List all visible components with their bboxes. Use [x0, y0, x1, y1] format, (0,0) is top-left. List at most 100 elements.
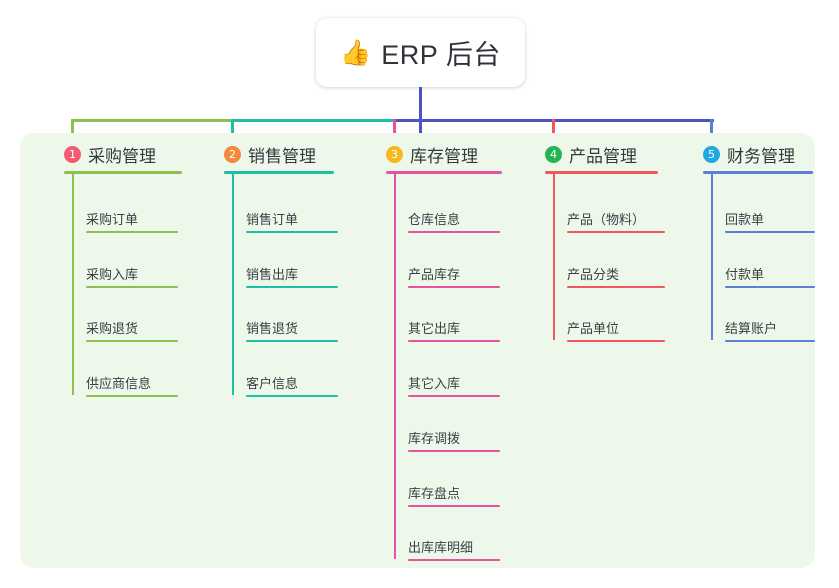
branch-number-badge: 4: [545, 146, 562, 163]
branch-number-badge: 2: [224, 146, 241, 163]
branch-item[interactable]: 回款单: [725, 212, 815, 233]
drop-stub-1: [71, 119, 74, 141]
branch-item[interactable]: 其它入库: [408, 376, 500, 398]
branch-item-rule: [246, 395, 338, 398]
branch-item-rule: [86, 395, 178, 398]
branch-item[interactable]: 付款单: [725, 266, 815, 288]
branch-item[interactable]: 产品（物料）: [567, 212, 665, 233]
branch-item-label: 库存调拨: [408, 430, 461, 446]
branch-item-rule: [408, 340, 500, 343]
branch-title: 库存管理: [410, 147, 478, 166]
branch-spine: [553, 173, 555, 341]
branch-item-label: 供应商信息: [86, 376, 152, 392]
branch-item-label: 采购入库: [86, 266, 139, 282]
branch-header-1[interactable]: 1 采购管理: [64, 142, 156, 167]
branch-title: 采购管理: [88, 147, 156, 166]
branch-number-badge: 5: [703, 146, 720, 163]
branch-item-rule: [408, 285, 500, 288]
branch-header-3[interactable]: 3 库存管理: [386, 142, 478, 167]
branch-title: 销售管理: [248, 147, 316, 166]
branch-item-rule: [86, 340, 178, 343]
branches-panel: 1 采购管理采购订单采购入库采购退货供应商信息 2 销售管理销售订单销售出库销售退货客…: [20, 133, 815, 568]
thumbs-up-icon: 👍: [340, 38, 372, 67]
branch-item-label: 库存盘点: [408, 485, 461, 501]
branch-header-rule: [64, 171, 182, 174]
branch-title: 财务管理: [727, 147, 795, 166]
branch-header-2[interactable]: 2 销售管理: [224, 142, 316, 167]
branch-item-rule: [725, 285, 815, 288]
branch-item-label: 其它出库: [408, 321, 461, 337]
branch-item-label: 出库库明细: [408, 540, 474, 556]
branch-spine: [232, 173, 234, 396]
root-node-content: 👍 ERP 后台: [340, 33, 501, 72]
branch-item-rule: [408, 559, 500, 562]
branch-item-label: 结算账户: [725, 321, 778, 337]
branch-item-label: 产品单位: [567, 321, 620, 337]
branch-item[interactable]: 采购订单: [86, 212, 178, 233]
branch-item-label: 客户信息: [246, 376, 299, 392]
branch-number-badge: 1: [64, 146, 81, 163]
drop-stub-3: [393, 119, 396, 141]
bus-segment-1: [71, 119, 231, 122]
branch-header-5[interactable]: 5 财务管理: [703, 142, 795, 167]
branch-item[interactable]: 库存盘点: [408, 485, 500, 507]
branch-header-4[interactable]: 4 产品管理: [545, 142, 637, 167]
branch-item-rule: [725, 231, 815, 233]
branch-item[interactable]: 产品单位: [567, 321, 665, 343]
branch-item-rule: [86, 231, 178, 233]
branch-number-badge: 3: [386, 146, 403, 163]
branch-item-rule: [408, 449, 500, 452]
branch-item-rule: [246, 340, 338, 343]
branch-item[interactable]: 采购入库: [86, 266, 178, 288]
drop-stub-5: [710, 119, 713, 141]
branch-spine: [72, 173, 74, 396]
branch-item[interactable]: 库存调拨: [408, 430, 500, 452]
branch-item-rule: [86, 285, 178, 288]
branch-item-label: 仓库信息: [408, 212, 461, 227]
branch-item[interactable]: 客户信息: [246, 376, 338, 398]
branch-header-rule: [224, 171, 334, 174]
branch-item[interactable]: 供应商信息: [86, 376, 178, 398]
branch-item-rule: [246, 285, 338, 288]
branch-item-label: 产品分类: [567, 266, 620, 282]
branch-title: 产品管理: [569, 147, 637, 166]
branch-item[interactable]: 产品分类: [567, 266, 665, 288]
bus-segment-2: [231, 119, 393, 122]
branch-item[interactable]: 销售订单: [246, 212, 338, 233]
branch-item-rule: [408, 504, 500, 507]
branch-item[interactable]: 仓库信息: [408, 212, 500, 233]
branch-item-label: 回款单: [725, 212, 765, 227]
branch-item-label: 采购订单: [86, 212, 139, 227]
branch-item-label: 付款单: [725, 266, 765, 282]
branch-item[interactable]: 其它出库: [408, 321, 500, 343]
branch-item-label: 销售订单: [246, 212, 299, 227]
branch-header-rule: [386, 171, 502, 174]
drop-stub-2: [231, 119, 234, 141]
branch-item-label: 采购退货: [86, 321, 139, 337]
branch-item[interactable]: 结算账户: [725, 321, 815, 343]
branch-item[interactable]: 采购退货: [86, 321, 178, 343]
branch-item-rule: [408, 231, 500, 233]
branch-item-label: 销售退货: [246, 321, 299, 337]
branch-item-label: 产品库存: [408, 266, 461, 282]
branch-item-label: 其它入库: [408, 376, 461, 392]
branch-item-rule: [408, 395, 500, 398]
branch-spine: [711, 173, 713, 341]
branch-item-rule: [567, 231, 665, 233]
branch-header-rule: [545, 171, 658, 174]
branch-item-rule: [725, 340, 815, 343]
trunk-line: [419, 87, 422, 141]
branch-item-label: 产品（物料）: [567, 212, 646, 227]
root-node-title: ERP 后台: [381, 40, 501, 70]
branch-item[interactable]: 出库库明细: [408, 540, 500, 562]
drop-stub-4: [552, 119, 555, 141]
branch-spine: [394, 173, 396, 560]
branch-item-rule: [246, 231, 338, 233]
branch-item-label: 销售出库: [246, 266, 299, 282]
branch-item[interactable]: 销售退货: [246, 321, 338, 343]
branch-item[interactable]: 销售出库: [246, 266, 338, 288]
branch-item[interactable]: 产品库存: [408, 266, 500, 288]
branch-item-rule: [567, 285, 665, 288]
root-node-erp-backend[interactable]: 👍 ERP 后台: [316, 18, 525, 87]
